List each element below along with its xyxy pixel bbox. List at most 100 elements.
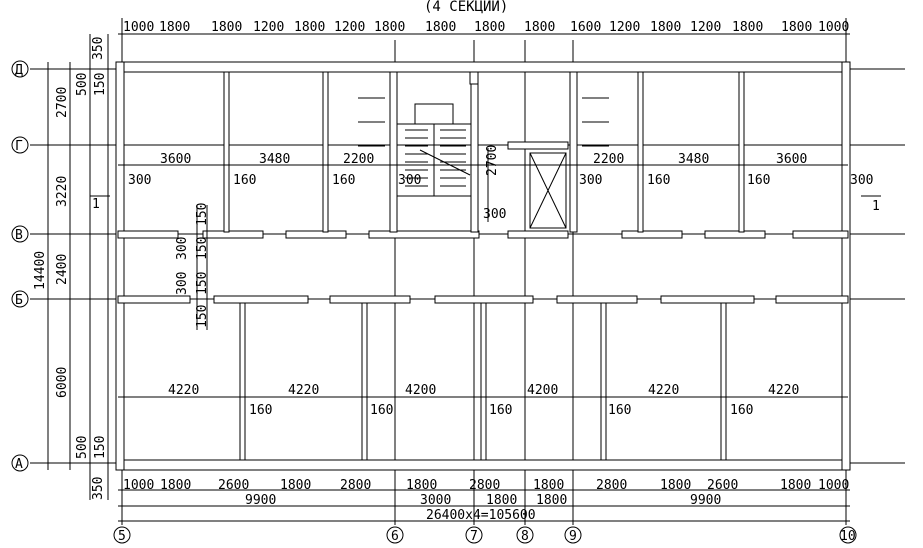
column-axis-bubbles: 5 6 7 8 9 10 bbox=[113, 526, 857, 544]
axis-label-5: 5 bbox=[118, 529, 126, 544]
svg-text:9900: 9900 bbox=[245, 493, 276, 508]
svg-text:160: 160 bbox=[249, 403, 272, 418]
top-dimension-chain: 1000 1800 1800 1200 1800 1200 1800 1800 … bbox=[118, 20, 850, 35]
svg-text:1600: 1600 bbox=[570, 20, 601, 35]
corridor-dimensions: 150 300 150 300 150 150 bbox=[175, 203, 210, 330]
svg-text:160: 160 bbox=[332, 173, 355, 188]
svg-text:1800: 1800 bbox=[474, 20, 505, 35]
svg-text:1200: 1200 bbox=[253, 20, 284, 35]
plan-title-fragment: (4 СЕКЦИИ) bbox=[424, 0, 508, 15]
svg-text:150: 150 bbox=[195, 272, 210, 295]
svg-text:1000: 1000 bbox=[123, 478, 154, 493]
svg-text:1800: 1800 bbox=[280, 478, 311, 493]
svg-text:2800: 2800 bbox=[340, 478, 371, 493]
axis-label-7: 7 bbox=[470, 529, 478, 544]
svg-text:26400x4=105600: 26400x4=105600 bbox=[426, 508, 536, 523]
stair-symbol bbox=[396, 103, 472, 197]
svg-text:1800: 1800 bbox=[780, 478, 811, 493]
svg-text:1800: 1800 bbox=[294, 20, 325, 35]
svg-text:160: 160 bbox=[608, 403, 631, 418]
svg-text:1800: 1800 bbox=[374, 20, 405, 35]
svg-text:1200: 1200 bbox=[690, 20, 721, 35]
corridor-walls bbox=[117, 230, 849, 304]
svg-text:2800: 2800 bbox=[596, 478, 627, 493]
svg-text:300: 300 bbox=[128, 173, 151, 188]
svg-text:350: 350 bbox=[91, 37, 106, 60]
svg-text:1800: 1800 bbox=[650, 20, 681, 35]
axis-bubble-v bbox=[11, 225, 29, 243]
svg-text:160: 160 bbox=[730, 403, 753, 418]
svg-text:160: 160 bbox=[370, 403, 393, 418]
svg-text:500: 500 bbox=[75, 73, 90, 96]
svg-text:2200: 2200 bbox=[343, 152, 374, 167]
svg-text:1: 1 bbox=[872, 199, 880, 214]
axis-bubble-g bbox=[11, 136, 29, 154]
svg-text:160: 160 bbox=[489, 403, 512, 418]
svg-text:4200: 4200 bbox=[527, 383, 558, 398]
svg-text:2700: 2700 bbox=[55, 87, 70, 118]
svg-text:150: 150 bbox=[195, 203, 210, 226]
svg-text:1800: 1800 bbox=[486, 493, 517, 508]
svg-text:3600: 3600 bbox=[776, 152, 807, 167]
svg-text:2800: 2800 bbox=[469, 478, 500, 493]
axis-bubble-a bbox=[11, 454, 29, 472]
left-dimension-chain: 350 500 150 2700 3220 14400 2400 6000 50… bbox=[33, 34, 109, 500]
svg-text:4220: 4220 bbox=[168, 383, 199, 398]
svg-text:350: 350 bbox=[91, 477, 106, 500]
svg-text:1800: 1800 bbox=[536, 493, 567, 508]
axis-label-d: Д bbox=[15, 63, 23, 78]
svg-text:2700: 2700 bbox=[485, 145, 500, 176]
svg-text:160: 160 bbox=[233, 173, 256, 188]
svg-text:1800: 1800 bbox=[732, 20, 763, 35]
axis-label-g: Г bbox=[15, 139, 23, 154]
axis-label-6: 6 bbox=[391, 529, 399, 544]
lower-partitions bbox=[239, 302, 727, 461]
svg-text:1800: 1800 bbox=[159, 20, 190, 35]
svg-text:3480: 3480 bbox=[259, 152, 290, 167]
svg-text:300: 300 bbox=[850, 173, 873, 188]
lower-room-dimensions: 4220 4220 4200 4200 4220 4220 160 160 16… bbox=[118, 383, 848, 418]
section-marks: 1 1 bbox=[90, 195, 881, 214]
svg-text:9900: 9900 bbox=[690, 493, 721, 508]
svg-text:1000: 1000 bbox=[123, 20, 154, 35]
svg-text:300: 300 bbox=[175, 272, 190, 295]
axis-label-a: А bbox=[15, 457, 23, 472]
svg-text:300: 300 bbox=[175, 237, 190, 260]
svg-text:2600: 2600 bbox=[707, 478, 738, 493]
axis-bubble-b bbox=[11, 290, 29, 308]
svg-text:4220: 4220 bbox=[648, 383, 679, 398]
svg-text:150: 150 bbox=[195, 237, 210, 260]
svg-text:1000: 1000 bbox=[818, 478, 849, 493]
svg-text:1800: 1800 bbox=[781, 20, 812, 35]
svg-text:3480: 3480 bbox=[678, 152, 709, 167]
svg-text:1: 1 bbox=[92, 197, 100, 212]
bottom-total-dimension: 26400x4=105600 bbox=[118, 508, 850, 523]
axis-bubble-d bbox=[11, 60, 29, 78]
axis-label-v: В bbox=[15, 228, 23, 243]
svg-text:4220: 4220 bbox=[288, 383, 319, 398]
svg-text:1800: 1800 bbox=[524, 20, 555, 35]
svg-text:1800: 1800 bbox=[533, 478, 564, 493]
svg-text:1200: 1200 bbox=[609, 20, 640, 35]
axis-label-b: Б bbox=[15, 293, 23, 308]
svg-text:500: 500 bbox=[75, 436, 90, 459]
svg-text:150: 150 bbox=[93, 436, 108, 459]
svg-text:1800: 1800 bbox=[160, 478, 191, 493]
svg-text:1000: 1000 bbox=[818, 20, 849, 35]
svg-text:150: 150 bbox=[93, 73, 108, 96]
bottom-dimension-chain-1: 1000 1800 2600 1800 2800 1800 2800 1800 … bbox=[118, 478, 850, 493]
svg-text:6000: 6000 bbox=[55, 367, 70, 398]
svg-text:4200: 4200 bbox=[405, 383, 436, 398]
grid-axis-lines bbox=[30, 18, 905, 525]
svg-text:3600: 3600 bbox=[160, 152, 191, 167]
svg-text:1800: 1800 bbox=[406, 478, 437, 493]
svg-text:1800: 1800 bbox=[425, 20, 456, 35]
svg-text:1800: 1800 bbox=[660, 478, 691, 493]
bottom-dimension-chain-2: 9900 3000 1800 1800 9900 bbox=[118, 493, 850, 508]
svg-text:2200: 2200 bbox=[593, 152, 624, 167]
svg-text:300: 300 bbox=[483, 207, 506, 222]
svg-text:160: 160 bbox=[647, 173, 670, 188]
tread-marks bbox=[358, 97, 609, 147]
upper-room-dimensions: 3600 3480 2200 2700 2200 3480 3600 300 1… bbox=[118, 145, 873, 222]
